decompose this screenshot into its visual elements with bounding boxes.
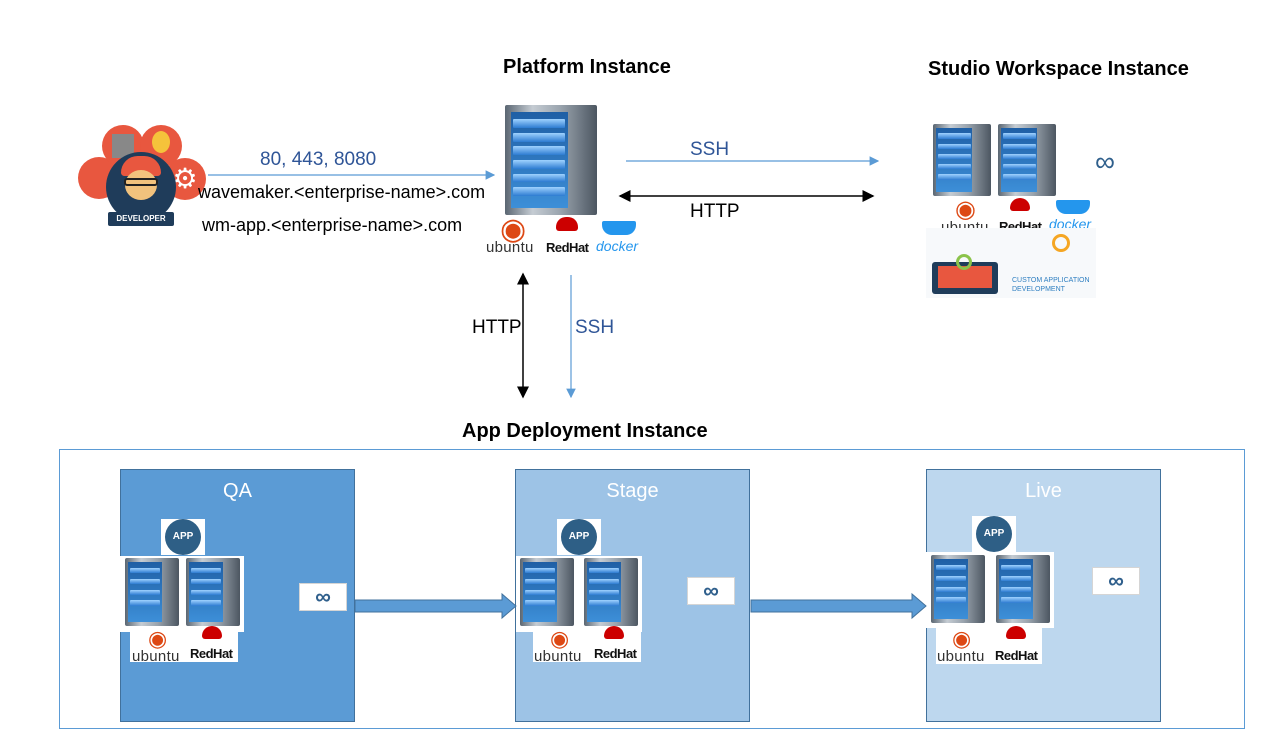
studio-docker-logo-icon (1056, 200, 1090, 214)
live-app-icon: APP (972, 516, 1016, 552)
stage-app-icon: APP (557, 519, 601, 555)
gear-orange-icon (1052, 234, 1070, 252)
live-redhat-text: RedHat (995, 648, 1038, 663)
stage-ubuntu-logo-icon: ◉ (550, 626, 570, 651)
stage-redhat-text: RedHat (594, 646, 637, 661)
domain-wm-app: wm-app.<enterprise-name>.com (202, 215, 463, 235)
studio-ubuntu-logo-icon: ◉ (955, 196, 976, 223)
live-server-icon-1 (931, 555, 985, 623)
qa-ubuntu-text: ubuntu (132, 648, 180, 665)
live-ubuntu-text: ubuntu (937, 648, 985, 665)
studio-server-icon-2 (998, 124, 1056, 196)
custom-dev-line2: DEVELOPMENT (1012, 286, 1065, 293)
http-label-right: HTTP (690, 201, 740, 222)
stage-wavemaker-logo-icon: ∞ (687, 577, 735, 605)
qa-ubuntu-logo-icon: ◉ (148, 626, 168, 651)
env-live-title: Live (1025, 480, 1062, 502)
studio-workspace-title: Studio Workspace Instance (928, 58, 1189, 80)
platform-instance-title: Platform Instance (503, 56, 671, 78)
ubuntu-text: ubuntu (486, 239, 534, 256)
domain-wavemaker: wavemaker.<enterprise-name>.com (198, 182, 486, 202)
custom-dev-line1: CUSTOM APPLICATION (1012, 277, 1090, 284)
redhat-logo-icon (556, 217, 578, 231)
app-deployment-title: App Deployment Instance (462, 420, 708, 442)
qa-redhat-logo-icon (202, 626, 222, 639)
developer-illustration: ⚙ DEVELOPER (78, 122, 206, 230)
ports-label: 80, 443, 8080 (260, 149, 377, 170)
custom-app-dev-illustration: CUSTOM APPLICATION DEVELOPMENT (926, 228, 1096, 298)
stage-server-icon-2 (584, 558, 638, 626)
qa-server-icon-2 (186, 558, 240, 626)
redhat-text: RedHat (546, 240, 589, 255)
studio-redhat-logo-icon (1010, 198, 1030, 211)
env-stage-title: Stage (606, 480, 659, 502)
env-qa-title: QA (223, 480, 252, 502)
qa-wavemaker-logo-icon: ∞ (299, 583, 347, 611)
live-wavemaker-logo-icon: ∞ (1092, 567, 1140, 595)
qa-redhat-text: RedHat (190, 646, 233, 661)
ssh-label-right: SSH (690, 139, 730, 160)
live-redhat-logo-icon (1006, 626, 1026, 639)
docker-logo-icon (602, 221, 636, 235)
ubuntu-logo-icon: ◉ (500, 213, 527, 246)
ssh-label-down: SSH (575, 317, 615, 338)
gear-green-icon (956, 254, 972, 270)
qa-server-icon-1 (125, 558, 179, 626)
http-label-down: HTTP (472, 317, 522, 338)
avatar (106, 152, 176, 222)
live-ubuntu-logo-icon: ◉ (952, 626, 972, 651)
qa-to-stage-arrow (354, 592, 517, 620)
developer-badge: DEVELOPER (108, 212, 174, 226)
docker-text: docker (596, 238, 639, 254)
stage-server-icon-1 (520, 558, 574, 626)
stage-ubuntu-text: ubuntu (534, 648, 582, 665)
stage-to-live-arrow (750, 592, 927, 620)
wavemaker-logo-icon: ∞ (1095, 146, 1115, 177)
platform-server-icon (505, 105, 597, 215)
studio-server-icon-1 (933, 124, 991, 196)
stage-redhat-logo-icon (604, 626, 624, 639)
qa-app-icon: APP (161, 519, 205, 555)
live-server-icon-2 (996, 555, 1050, 623)
